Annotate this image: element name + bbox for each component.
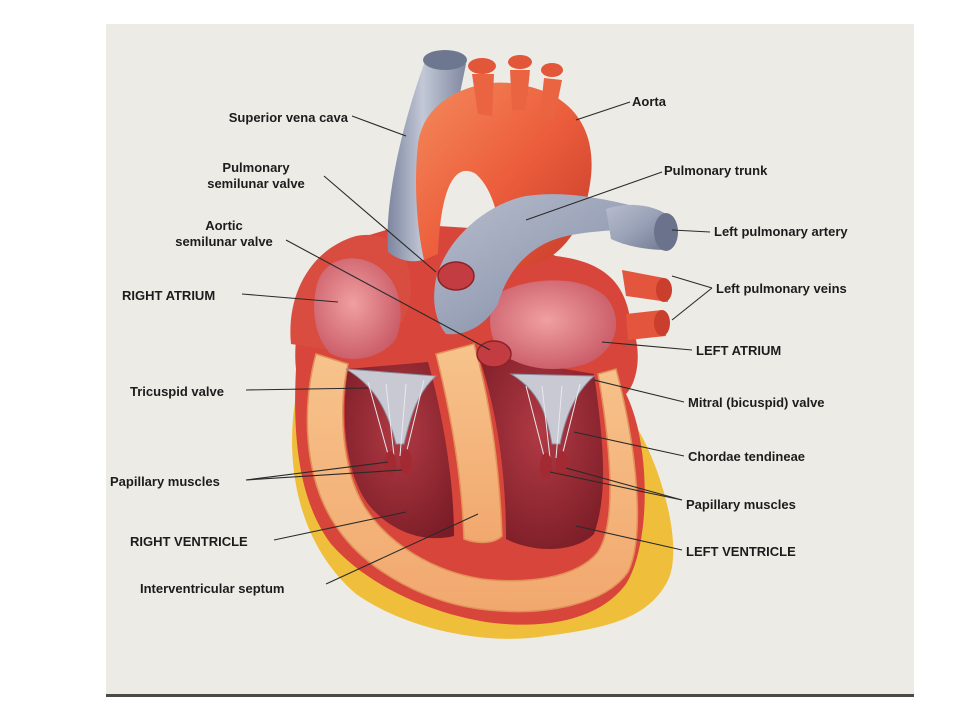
- vena-cava-opening: [423, 50, 467, 70]
- pulmonary-artery-opening: [654, 213, 678, 251]
- aortic-branch-3: [541, 63, 563, 77]
- pulmonary-vein-opening-2: [654, 310, 670, 336]
- label-papillary-muscles-right: Papillary muscles: [110, 474, 220, 489]
- papillary-muscle-r2: [400, 449, 412, 475]
- heart-illustration: [241, 50, 713, 639]
- label-chordae-tendineae: Chordae tendineae: [688, 449, 806, 464]
- label-pulmonary-valve-line2: semilunar valve: [207, 176, 305, 191]
- label-papillary-muscles-left: Papillary muscles: [686, 497, 796, 512]
- right-ventricle-chamber: [344, 362, 454, 539]
- right-atrium-interior: [314, 258, 401, 359]
- label-interventricular-septum: Interventricular septum: [140, 581, 285, 596]
- label-left-pulmonary-artery: Left pulmonary artery: [714, 224, 848, 239]
- papillary-muscle-r1: [384, 451, 396, 477]
- aortic-branch-2: [508, 55, 532, 69]
- pulmonary-semilunar-valve: [437, 261, 475, 291]
- label-tricuspid-valve: Tricuspid valve: [130, 384, 224, 399]
- tricuspid-valve-cusps: [345, 368, 438, 445]
- label-left-atrium: LEFT ATRIUM: [696, 343, 782, 358]
- aortic-branch-stem-1: [472, 74, 494, 116]
- papillary-muscle-l2: [556, 451, 568, 477]
- mitral-valve-cusps: [509, 373, 596, 445]
- label-pulmonary-trunk: Pulmonary trunk: [664, 163, 768, 178]
- left-atrium-interior: [490, 280, 617, 369]
- aortic-branch-stem-3: [540, 78, 562, 120]
- pulmonary-vein-opening-1: [656, 278, 672, 302]
- label-right-atrium: RIGHT ATRIUM: [122, 288, 216, 303]
- label-aorta: Aorta: [632, 94, 666, 109]
- label-right-ventricle: RIGHT VENTRICLE: [130, 534, 248, 549]
- left-pulmonary-artery-vessel: [606, 204, 666, 250]
- label-aortic-valve-line2: semilunar valve: [175, 234, 273, 249]
- label-mitral-valve: Mitral (bicuspid) valve: [688, 395, 825, 410]
- aortic-branch-1: [468, 58, 496, 74]
- aortic-branch-stem-2: [510, 70, 530, 110]
- heart-diagram-figure: Superior vena cava Pulmonary semilunar v…: [106, 24, 914, 697]
- myocardium-section: [306, 353, 639, 613]
- aortic-semilunar-valve: [476, 340, 512, 368]
- papillary-muscle-l1: [540, 453, 552, 479]
- label-left-pulmonary-veins: Left pulmonary veins: [716, 281, 847, 296]
- label-pulmonary-valve-line1: Pulmonary: [222, 160, 290, 175]
- label-left-ventricle: LEFT VENTRICLE: [686, 544, 796, 559]
- label-superior-vena-cava: Superior vena cava: [228, 110, 348, 125]
- leader-lines: [241, 101, 713, 585]
- chordae-strands: [367, 379, 581, 459]
- septum-section: [435, 343, 503, 544]
- label-aortic-valve-line1: Aortic: [205, 218, 243, 233]
- pulmonary-trunk-vessel: [434, 194, 662, 335]
